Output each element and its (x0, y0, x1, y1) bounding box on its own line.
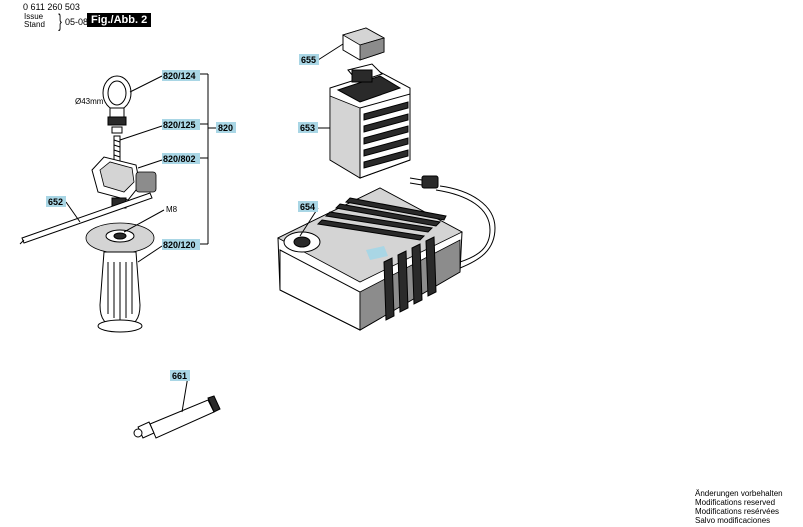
callout-820-124: 820/124 (162, 70, 200, 81)
clamp-ring-part (102, 75, 132, 134)
issue-stand-label: Issue Stand (24, 13, 45, 29)
callout-653: 653 (298, 122, 318, 133)
leader-lines (65, 43, 344, 413)
svg-text:820/802: 820/802 (163, 154, 196, 164)
callout-661: 661 (170, 370, 190, 381)
callout-820-802: 820/802 (162, 153, 200, 164)
svg-text:820/124: 820/124 (163, 71, 196, 81)
side-handle-part (85, 222, 155, 333)
group-820-bracket (200, 73, 216, 245)
callout-820-120: 820/120 (162, 239, 200, 250)
charger-cable (439, 185, 496, 269)
charger-indicator (366, 246, 388, 260)
notice-line-fr: Modifications resérvées (695, 507, 780, 516)
svg-text:820: 820 (218, 123, 233, 133)
depth-rod-part (19, 192, 153, 245)
notice-line-en: Modifications reserved (695, 498, 776, 507)
svg-text:820/125: 820/125 (163, 120, 196, 130)
grease-tube-part (133, 395, 221, 439)
svg-text:654: 654 (300, 202, 315, 212)
issue-label: Issue (24, 12, 44, 21)
callout-820-125: 820/125 (162, 119, 200, 130)
notice-line-es: Salvo modificaciones (695, 516, 771, 525)
power-plug (409, 175, 439, 189)
svg-text:655: 655 (301, 55, 316, 65)
figure-label: Fig./Abb. 2 (87, 13, 152, 27)
svg-text:661: 661 (172, 371, 187, 381)
notice-line-de: Änderungen vorbehalten (695, 489, 783, 498)
diameter-label: Ø43mm (75, 97, 104, 106)
issue-date: 05-08-10 (65, 17, 102, 27)
svg-text:652: 652 (48, 197, 63, 207)
modification-notice: Änderungen vorbehalten Modifications res… (695, 489, 783, 525)
callout-655: 655 (299, 54, 319, 65)
brace-glyph: } (58, 11, 62, 31)
battery-ribs (363, 101, 409, 169)
part-number: 0 611 260 503 (23, 2, 80, 12)
svg-text:820/120: 820/120 (163, 240, 196, 250)
battery-cap-part (342, 27, 386, 61)
callout-652: 652 (46, 196, 66, 207)
callout-654: 654 (298, 201, 318, 212)
thread-leader (123, 209, 165, 233)
battery-pack-part (329, 63, 411, 179)
screw-part (113, 135, 121, 163)
stand-label: Stand (24, 20, 45, 29)
charger-fins (316, 197, 447, 321)
charger-part (277, 175, 496, 331)
handle-clamp-part (91, 156, 157, 209)
svg-text:653: 653 (300, 123, 315, 133)
callout-820: 820 (216, 122, 236, 133)
thread-label: M8 (166, 205, 178, 214)
